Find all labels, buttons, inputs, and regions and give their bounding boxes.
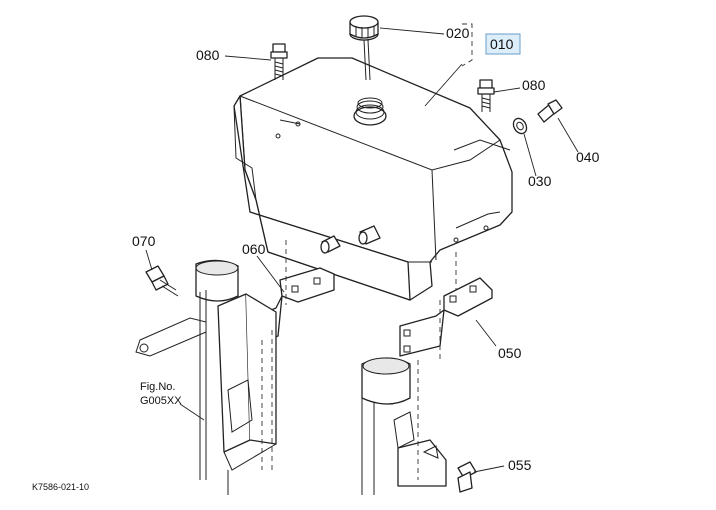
callout-010[interactable]: 010 bbox=[490, 36, 514, 52]
right-frame bbox=[361, 252, 457, 495]
drawing-code: K7586-021-10 bbox=[32, 482, 89, 492]
callout-050: 050 bbox=[498, 345, 522, 361]
washer[interactable] bbox=[511, 116, 529, 136]
bolt-bottom[interactable] bbox=[457, 461, 477, 493]
leader-lines bbox=[145, 27, 579, 473]
figure-ref-line1: Fig.No. bbox=[140, 381, 175, 393]
callout-070: 070 bbox=[132, 233, 156, 249]
callout-060: 060 bbox=[242, 241, 266, 257]
figure-ref-line2: G005XX bbox=[140, 395, 182, 407]
outlet-fitting-icon bbox=[320, 225, 381, 254]
left-frame bbox=[135, 240, 287, 495]
callout-055: 055 bbox=[508, 457, 532, 473]
fuel-tank[interactable] bbox=[233, 57, 513, 301]
bolt-right[interactable] bbox=[477, 79, 495, 112]
callout-040: 040 bbox=[576, 149, 600, 165]
callout-020: 020 bbox=[446, 25, 470, 41]
callout-010-box[interactable] bbox=[485, 33, 521, 55]
stud-bolt[interactable] bbox=[145, 265, 179, 297]
callout-080-right: 080 bbox=[522, 77, 546, 93]
small-bolt[interactable] bbox=[537, 99, 563, 123]
fuel-cap[interactable] bbox=[349, 15, 379, 81]
callout-030: 030 bbox=[528, 173, 552, 189]
tank-stay-right[interactable] bbox=[399, 277, 493, 357]
callout-080-left: 080 bbox=[196, 47, 220, 63]
bolt-left[interactable] bbox=[270, 43, 288, 80]
